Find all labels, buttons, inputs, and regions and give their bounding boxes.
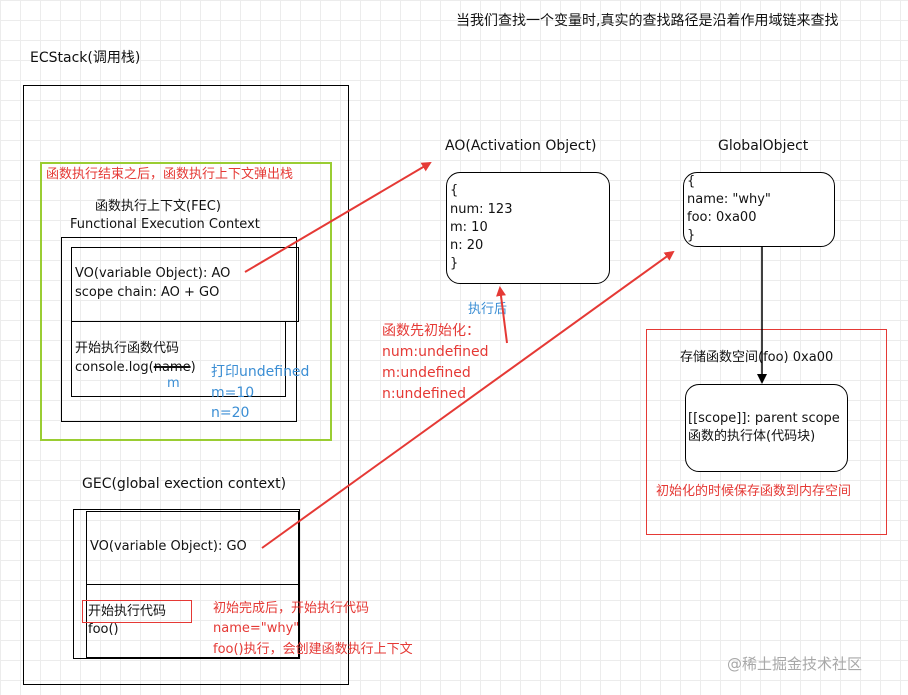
fec-blue-note-2: m=10 [211, 385, 255, 401]
fec-vo-line-2: scope chain: AO + GO [75, 285, 220, 300]
top-note: 当我们查找一个变量时,真实的查找路径是沿着作用域链来查找 [456, 13, 839, 29]
gec-red-note-1: 初始完成后，开始执行代码 [213, 601, 370, 616]
gec-code-highlight [82, 600, 192, 623]
ao-line-2: m: 10 [450, 220, 488, 235]
ao-line-3: n: 20 [450, 238, 484, 253]
ao-line-1: num: 123 [450, 202, 513, 217]
ao-init-note-3: n:undefined [382, 386, 467, 402]
func-space-line-2: 函数的执行体(代码块) [688, 429, 816, 444]
go-line-3: } [687, 228, 696, 243]
fec-title-2: Functional Execution Context [70, 217, 260, 232]
ao-after-label: 执行后 [468, 302, 508, 317]
func-space-line-1: [[scope]]: parent scope [688, 411, 840, 426]
ao-init-note-0: 函数先初始化： [382, 323, 480, 339]
fec-red-caption: 函数执行结束之后，函数执行上下文弹出栈 [46, 167, 294, 182]
fec-blue-note-1: 打印undefined [211, 364, 310, 380]
fec-code-line-1: 开始执行函数代码 [75, 341, 180, 356]
go-title: GlobalObject [718, 138, 809, 154]
fec-overwrite-m: m [167, 376, 180, 391]
go-box [683, 172, 835, 247]
fec-vo-line-1: VO(variable Object): AO [75, 266, 231, 281]
fec-code-line-2: console.log(name) [75, 360, 196, 376]
func-space-title: 存储函数空间(foo) 0xa00 [680, 350, 834, 365]
gec-red-note-3: foo()执行，会创建函数执行上下文 [213, 642, 413, 657]
gec-red-note-2: name="why" [213, 621, 300, 636]
console-log-prefix: console.log( [75, 360, 154, 375]
go-line-1: name: "why" [687, 192, 771, 207]
gec-code-line-2: foo() [88, 622, 119, 637]
gec-code-line-1: 开始执行代码 [88, 604, 167, 619]
ecstack-title: ECStack(调用栈) [30, 50, 141, 66]
ao-line-4: } [450, 256, 459, 271]
gec-vo-line: VO(variable Object): GO [90, 539, 247, 554]
ao-title: AO(Activation Object) [445, 138, 597, 154]
gec-outer-box [73, 509, 300, 659]
fec-title-1: 函数执行上下文(FEC) [95, 199, 221, 214]
fec-blue-note-3: n=20 [211, 405, 250, 421]
ao-line-0: { [450, 183, 459, 198]
go-line-0: { [687, 174, 696, 189]
watermark: @稀土掘金技术社区 [727, 655, 863, 673]
gec-title: GEC(global exection context) [82, 476, 287, 492]
gec-code-box [86, 584, 299, 658]
console-log-suffix: ) [190, 360, 196, 375]
struck-name: name [153, 360, 191, 375]
func-space-box [685, 384, 848, 472]
func-space-red-caption: 初始化的时候保存函数到内存空间 [656, 484, 852, 499]
ao-init-note-2: m:undefined [382, 365, 471, 381]
go-line-2: foo: 0xa00 [687, 210, 757, 225]
ao-init-note-1: num:undefined [382, 344, 489, 360]
